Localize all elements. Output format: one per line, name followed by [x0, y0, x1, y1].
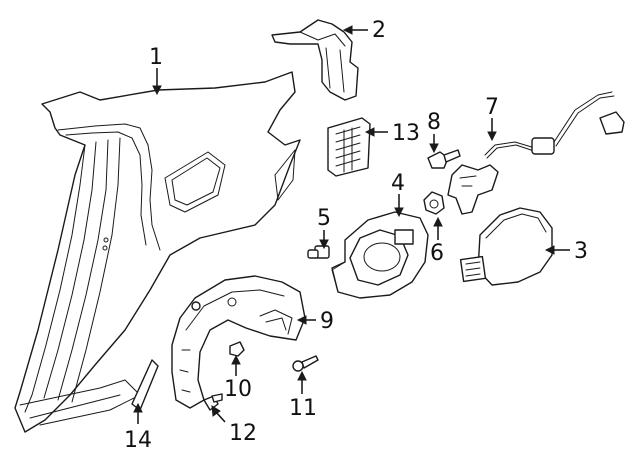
- bolt-part: [427, 149, 461, 169]
- callout-8: 8: [427, 110, 441, 135]
- callout-7: 7: [485, 95, 499, 120]
- callout-9: 9: [320, 309, 334, 334]
- callout-10: 10: [224, 377, 252, 402]
- trim-strip: [131, 359, 159, 411]
- callout-12: 12: [229, 421, 257, 446]
- callout-2: 2: [372, 18, 386, 43]
- seal-ring: [423, 191, 445, 215]
- callout-labels: 1 2 3 4 5 6 7 8 9 10 11 12 13 14: [124, 18, 588, 453]
- quarter-panel: [14, 71, 301, 433]
- door-actuator: [447, 91, 625, 215]
- callout-13: 13: [392, 121, 420, 146]
- fuel-filler-housing: [331, 211, 429, 299]
- fuel-door: [459, 207, 553, 286]
- bracket-part: [271, 19, 359, 101]
- callout-1: 1: [149, 45, 163, 70]
- callout-11: 11: [289, 396, 317, 421]
- callout-6: 6: [430, 241, 444, 266]
- wheelhouse-liner: [171, 275, 306, 409]
- vent-grille: [327, 117, 371, 177]
- clip-part: [229, 341, 245, 357]
- grommet-part: [307, 245, 330, 259]
- callout-14: 14: [124, 428, 152, 453]
- callout-3: 3: [574, 239, 588, 264]
- callout-4: 4: [391, 171, 405, 196]
- callout-5: 5: [317, 206, 331, 231]
- leader-lines: [133, 25, 570, 424]
- small-bolt-part: [203, 393, 223, 411]
- screw-part: [292, 355, 319, 372]
